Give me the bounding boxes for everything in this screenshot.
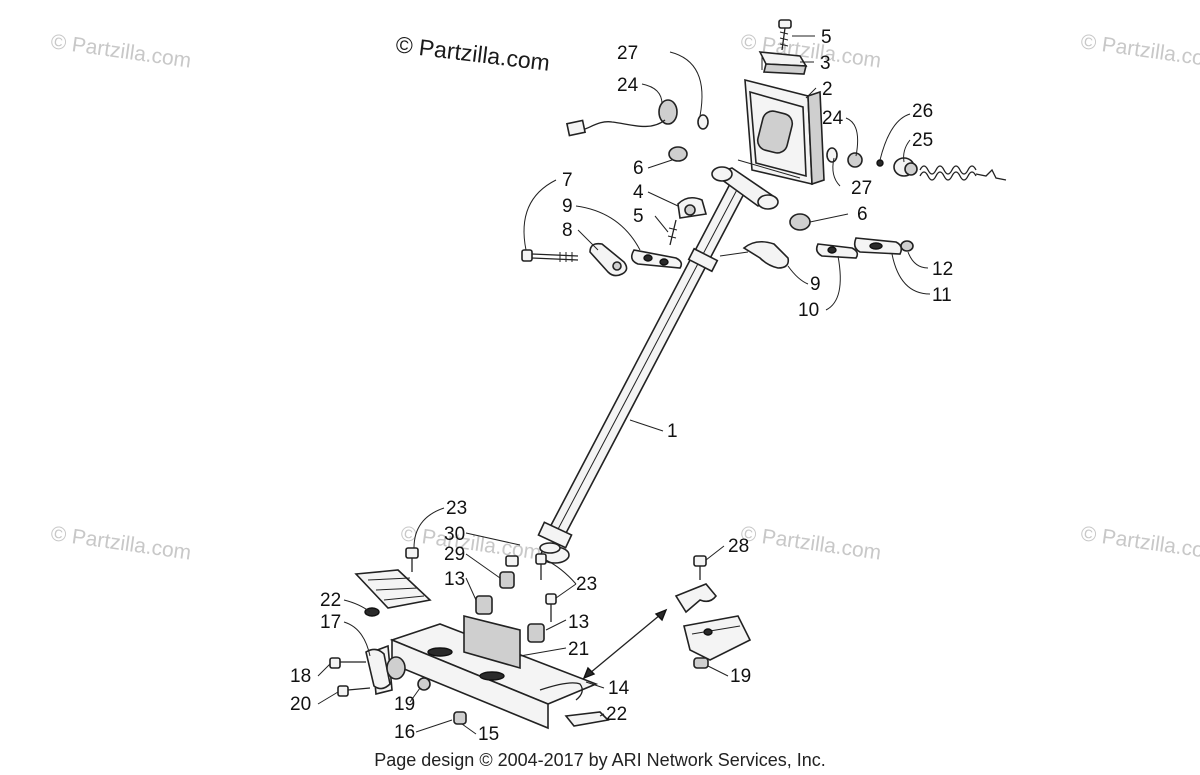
callout-9: 9: [562, 196, 573, 217]
callout-11: 11: [932, 285, 952, 306]
callout-22: 22: [320, 590, 341, 611]
watermark: © Partzilla.com: [49, 522, 192, 564]
callout-30: 30: [444, 524, 465, 545]
part-slotted-arm-left: [630, 249, 683, 269]
watermark: © Partzilla.com: [1079, 30, 1200, 72]
callout-1: 1: [667, 421, 678, 442]
callout-23: 23: [446, 498, 467, 519]
callout-26: 26: [912, 101, 933, 122]
part-plate-lower: [564, 711, 610, 727]
watermark: © Partzilla.com: [739, 522, 882, 564]
callout-18: 18: [290, 666, 311, 687]
part-steering-post: [537, 166, 779, 564]
callout-20: 20: [290, 694, 311, 715]
callout-15: 15: [478, 724, 499, 745]
part-arrow-indicator: [582, 608, 668, 680]
part-right-bracket: [674, 555, 752, 669]
callout-27: 27: [851, 178, 872, 199]
callout-9: 9: [810, 274, 821, 295]
part-oring-right: [826, 147, 838, 163]
watermark: © Partzilla.com: [399, 522, 542, 564]
part-spring-assembly: [847, 152, 1007, 181]
part-end-cap-top: [668, 146, 688, 162]
part-switch-left: [565, 99, 678, 137]
callout-24: 24: [617, 75, 639, 96]
callout-8: 8: [562, 220, 573, 241]
part-long-bolt: [521, 249, 579, 262]
part-control-block: [737, 78, 825, 186]
part-oring-left: [697, 114, 709, 130]
part-right-arms: [719, 237, 914, 269]
callout-29: 29: [444, 544, 465, 565]
callout-28: 28: [728, 536, 749, 557]
part-side-bolts: [329, 648, 406, 697]
watermark: © Partzilla.com: [1079, 522, 1200, 564]
part-link-arm: [589, 242, 628, 277]
callout-24: 24: [822, 108, 844, 129]
parts-drawing: [329, 19, 1007, 730]
part-nut-lower: [417, 677, 431, 691]
part-bolt-top: [778, 19, 792, 51]
part-nut-bottom: [453, 711, 467, 725]
callout-6: 6: [857, 204, 868, 225]
callout-27: 27: [617, 43, 638, 64]
callout-21: 21: [568, 639, 589, 660]
callout-13: 13: [568, 612, 589, 633]
callout-labels: 5 3 27 24 2 26 24 25 6 27 7 4 9 5 6 8 12…: [290, 27, 953, 745]
callout-7: 7: [562, 170, 573, 191]
callout-23: 23: [576, 574, 597, 595]
part-clamp-cap: [758, 51, 808, 75]
callout-2: 2: [822, 79, 833, 100]
callout-3: 3: [820, 53, 831, 74]
part-clamp-lower: [667, 196, 708, 246]
footer-copyright: Page design © 2004-2017 by ARI Network S…: [374, 750, 826, 770]
callout-19: 19: [730, 666, 751, 687]
callout-14: 14: [608, 678, 630, 699]
callout-16: 16: [394, 722, 415, 743]
callout-17: 17: [320, 612, 341, 633]
callout-19: 19: [394, 694, 415, 715]
part-plate-upper: [354, 569, 432, 617]
brand-copyright: © Partzilla.com: [394, 31, 551, 76]
callout-25: 25: [912, 130, 933, 151]
part-spacers-bolts: [405, 547, 557, 643]
watermark: © Partzilla.com: [49, 30, 192, 72]
callout-12: 12: [932, 259, 953, 280]
watermarks: © Partzilla.com © Partzilla.com © Partzi…: [49, 30, 1200, 564]
callout-5: 5: [633, 206, 644, 227]
callout-6: 6: [633, 158, 644, 179]
callout-4: 4: [633, 182, 644, 203]
callout-10: 10: [798, 300, 819, 321]
callout-13: 13: [444, 569, 465, 590]
leader-lines: [317, 35, 931, 735]
callout-5: 5: [821, 27, 832, 48]
callout-22: 22: [606, 704, 627, 725]
part-end-cap-right: [789, 213, 811, 231]
